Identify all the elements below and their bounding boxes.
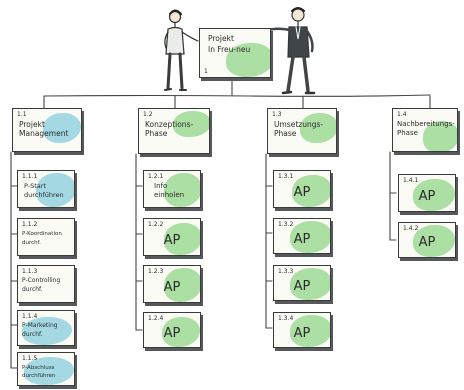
task-code: 1.4.1 — [403, 177, 419, 184]
task-code: 1.4.2 — [403, 225, 419, 232]
task-label: AP — [293, 279, 311, 294]
phase-box-1-4: 1.4 Nachbereitungs- Phase — [392, 108, 458, 152]
root-title: Projekt In Freu-neu — [208, 34, 251, 54]
task-box-1-1-3: 1.1.3 P-Controlling durchf. — [17, 265, 75, 303]
phase-label: Umsetzungs- Phase — [274, 120, 324, 138]
task-label: AP — [418, 235, 436, 250]
task-code: 1.3.4 — [278, 315, 294, 322]
task-box-1-3-1: 1.3.1 AP — [273, 170, 331, 208]
phase-box-1-1: 1.1 Projekt Management — [12, 108, 82, 152]
task-box-1-2-2: 1.2.2 AP — [143, 218, 201, 256]
task-box-1-1-1: 1.1.1 P-Start durchführen — [17, 170, 75, 208]
task-code: 1.1.5 — [22, 355, 38, 362]
task-box-1-1-4: 1.1.4 P-Marketing durchf. — [17, 310, 75, 346]
root-number: 1 — [204, 68, 208, 75]
task-label: AP — [293, 326, 311, 341]
task-code: 1.1.4 — [22, 313, 38, 320]
phase-code: 1.2 — [143, 111, 153, 118]
task-box-1-3-4: 1.3.4 AP — [273, 312, 331, 348]
phase-label: Konzeptions- Phase — [145, 120, 194, 138]
task-label: P-Controlling durchf. — [22, 277, 61, 293]
phase-box-1-2: 1.2 Konzeptions- Phase — [138, 108, 210, 154]
task-label: AP — [163, 233, 181, 248]
task-code: 1.1.1 — [22, 173, 38, 180]
task-code: 1.2.1 — [148, 173, 164, 180]
phase-label: Nachbereitungs- Phase — [397, 120, 455, 137]
phase-code: 1.3 — [272, 111, 282, 118]
task-code: 1.1.2 — [22, 221, 38, 228]
task-box-1-2-1: 1.2.1 Info einholen — [143, 170, 201, 208]
phase-box-1-3: 1.3 Umsetzungs- Phase — [267, 108, 337, 154]
task-label: AP — [163, 280, 181, 295]
phase-code: 1.1 — [17, 111, 27, 118]
task-box-1-1-2: 1.1.2 P-Koordination durchf. — [17, 218, 75, 256]
task-code: 1.2.3 — [148, 268, 164, 275]
task-box-1-2-3: 1.2.3 AP — [143, 265, 201, 303]
task-label: AP — [293, 232, 311, 247]
task-code: 1.1.3 — [22, 268, 38, 275]
phase-code: 1.4 — [397, 111, 407, 118]
task-label: AP — [293, 185, 311, 200]
task-code: 1.2.4 — [148, 315, 164, 322]
task-label: P-Marketing durchf. — [22, 322, 58, 338]
task-label: P-Abschluss durchführen — [22, 365, 56, 379]
task-box-1-3-3: 1.3.3 AP — [273, 265, 331, 301]
task-code: 1.3.1 — [278, 173, 294, 180]
task-box-1-3-2: 1.3.2 AP — [273, 218, 331, 254]
task-label: AP — [418, 189, 436, 204]
task-box-1-4-2: 1.4.2 AP — [398, 222, 456, 258]
task-label: P-Koordination durchf. — [22, 231, 62, 246]
task-code: 1.3.3 — [278, 268, 294, 275]
task-label: Info einholen — [154, 182, 185, 199]
phase-label: Projekt Management — [19, 120, 69, 138]
root-node: Projekt In Freu-neu 1 — [199, 28, 271, 78]
task-box-1-2-4: 1.2.4 AP — [143, 312, 201, 348]
woman-figure — [164, 9, 199, 91]
task-code: 1.3.2 — [278, 221, 294, 228]
task-box-1-4-1: 1.4.1 AP — [398, 174, 456, 212]
task-label: P-Start durchführen — [24, 182, 64, 199]
task-box-1-1-5: 1.1.5 P-Abschluss durchführen — [17, 352, 75, 386]
man-figure-pointing — [262, 7, 316, 95]
task-label: AP — [163, 326, 181, 341]
task-code: 1.2.2 — [148, 221, 164, 228]
